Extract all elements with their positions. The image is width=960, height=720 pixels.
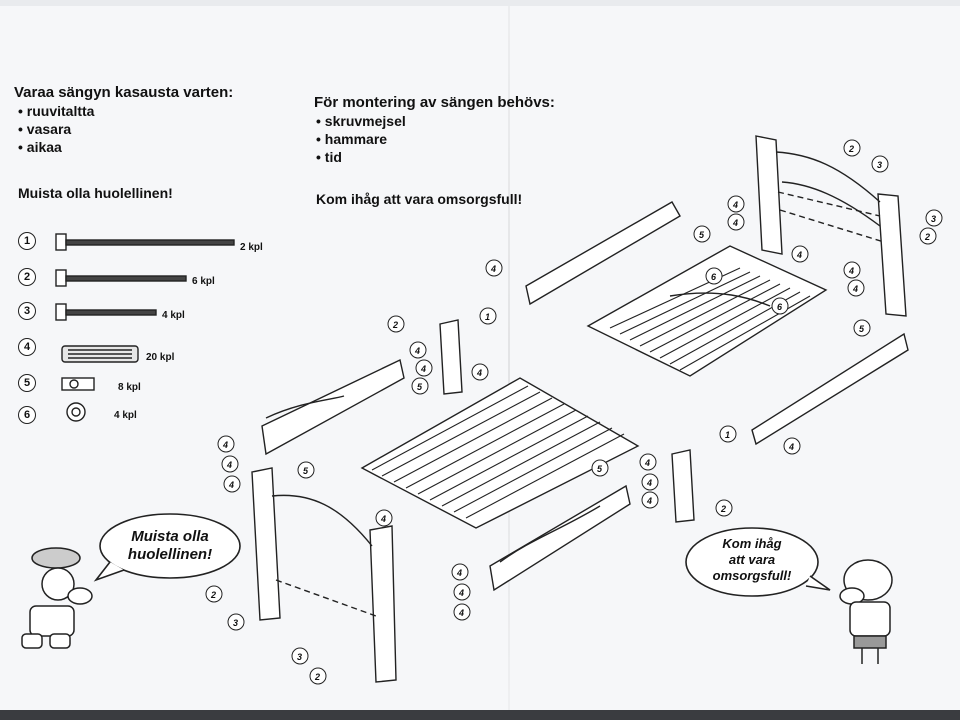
swedish-tool-item: tid xyxy=(316,148,406,166)
callout: 5 xyxy=(859,324,865,334)
finnish-tool-item: vasara xyxy=(18,120,94,138)
bubble-line: Muista olla xyxy=(131,528,209,545)
callout: 4 xyxy=(852,284,858,294)
bubble-line: huolellinen! xyxy=(127,546,213,563)
callout: 4 xyxy=(644,458,650,468)
table-surface xyxy=(0,710,960,720)
short-screw-icon xyxy=(55,303,157,321)
callout: 5 xyxy=(699,230,705,240)
callout: 5 xyxy=(417,382,423,392)
swedish-tool-item: skruvmejsel xyxy=(316,112,406,130)
callout: 4 xyxy=(732,218,738,228)
callout: 4 xyxy=(796,250,802,260)
callout: 6 xyxy=(711,272,717,282)
finnish-tool-item: aikaa xyxy=(18,138,94,156)
part-quantity: 2 kpl xyxy=(240,242,263,253)
callout: 3 xyxy=(931,214,936,224)
callout: 2 xyxy=(720,504,726,514)
finnish-tool-item: ruuvitaltta xyxy=(18,102,95,120)
bubble-line: att vara xyxy=(728,552,776,567)
callout: 5 xyxy=(303,466,309,476)
callout: 2 xyxy=(924,232,930,242)
bubble-line: omsorgsfull! xyxy=(712,568,792,583)
callout: 4 xyxy=(226,460,232,470)
swedish-reminder: Kom ihåg att vara omsorgsfull! xyxy=(316,191,523,207)
dowel-icon xyxy=(61,345,139,363)
part-quantity: 4 kpl xyxy=(114,410,137,421)
part-quantity: 20 kpl xyxy=(146,352,175,363)
callout: 4 xyxy=(456,568,462,578)
callout: 4 xyxy=(228,480,234,490)
part-number: 6 xyxy=(18,406,36,424)
part-quantity: 8 kpl xyxy=(118,382,141,393)
part-quantity: 6 kpl xyxy=(192,276,215,287)
medium-screw-icon xyxy=(55,269,187,287)
callout: 4 xyxy=(222,440,228,450)
nut-icon xyxy=(61,377,95,391)
callout: 4 xyxy=(414,346,420,356)
bracket-icon xyxy=(66,402,86,422)
instruction-sheet: Varaa sängyn kasausta varten: ruuvitaltt… xyxy=(0,6,960,712)
callout: 5 xyxy=(597,464,603,474)
part-number: 1 xyxy=(18,232,36,250)
swedish-tool-list: skruvmejsel hammare tid xyxy=(316,112,406,166)
callout: 4 xyxy=(490,264,496,274)
part-number: 2 xyxy=(18,268,36,286)
bed-assembly-diagram: 2 3 3 2 4 4 4 4 4 5 4 6 6 5 4 1 2 4 4 5 … xyxy=(21,135,943,685)
callout: 3 xyxy=(877,160,882,170)
part-quantity: 4 kpl xyxy=(162,310,185,321)
callout: 2 xyxy=(314,672,320,682)
part-number: 3 xyxy=(18,302,36,320)
right-mascot-illustration xyxy=(839,559,893,664)
part-number: 4 xyxy=(18,338,36,356)
part-number: 5 xyxy=(18,374,36,392)
callout: 3 xyxy=(297,652,302,662)
bubble-line: Kom ihåg xyxy=(722,536,782,551)
callout: 3 xyxy=(233,618,238,628)
callout: 1 xyxy=(485,312,490,322)
callout: 4 xyxy=(848,266,854,276)
swedish-tool-item: hammare xyxy=(316,130,406,148)
callout: 2 xyxy=(210,590,216,600)
callout: 4 xyxy=(420,364,426,374)
callout: 4 xyxy=(732,200,738,210)
callout: 2 xyxy=(848,144,854,154)
swedish-speech-bubble: Kom ihåg att vara omsorgsfull! xyxy=(690,536,814,584)
long-screw-icon xyxy=(55,233,235,251)
left-mascot-illustration xyxy=(21,547,93,649)
paper-crease xyxy=(508,6,510,712)
finnish-heading: Varaa sängyn kasausta varten: xyxy=(14,84,234,101)
callout: 4 xyxy=(458,588,464,598)
callout: 4 xyxy=(458,608,464,618)
callout: 6 xyxy=(777,302,783,312)
callout: 4 xyxy=(380,514,386,524)
finnish-reminder: Muista olla huolellinen! xyxy=(18,185,173,201)
callout: 4 xyxy=(646,478,652,488)
swedish-heading: För montering av sängen behövs: xyxy=(314,94,555,111)
callout: 4 xyxy=(646,496,652,506)
callout: 4 xyxy=(476,368,482,378)
finnish-tool-list: ruuvitaltta vasara aikaa xyxy=(18,102,95,156)
callout: 2 xyxy=(392,320,398,330)
callout: 4 xyxy=(788,442,794,452)
finnish-speech-bubble: Muista olla huolellinen! xyxy=(108,528,232,564)
callout: 1 xyxy=(725,430,730,440)
